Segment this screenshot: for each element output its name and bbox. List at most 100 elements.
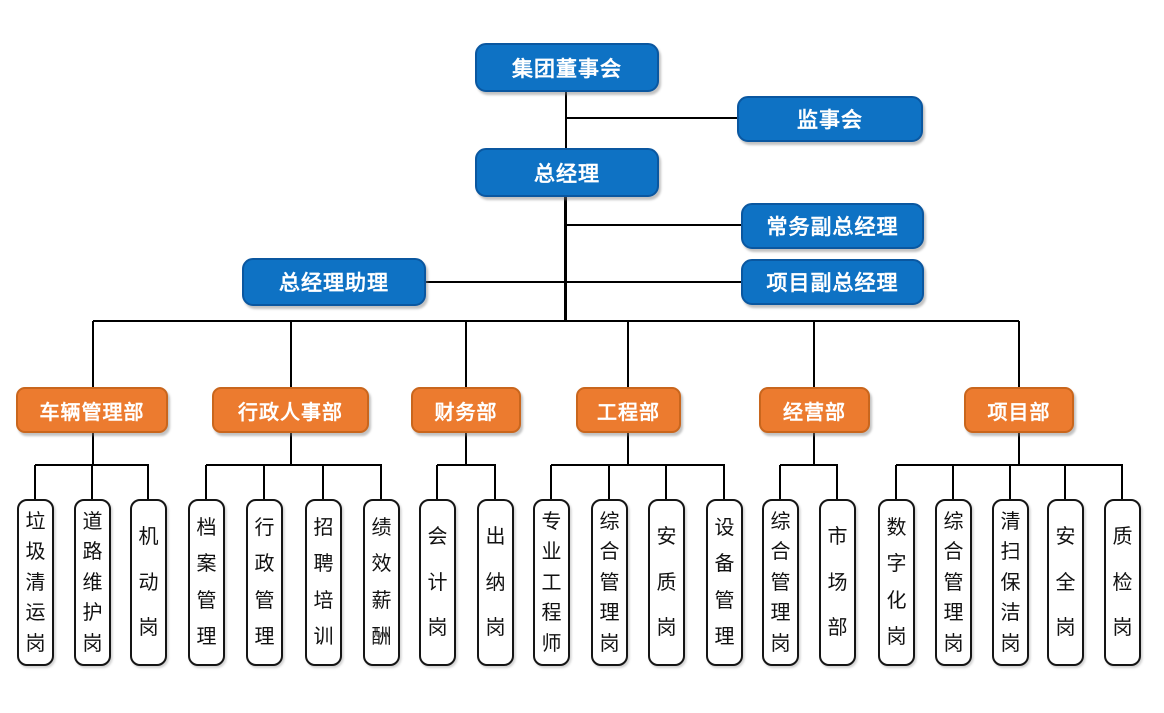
- node-position: 清扫保洁岗: [992, 499, 1029, 666]
- connector-line: [566, 117, 738, 119]
- position-label: 道路维护岗: [82, 510, 103, 655]
- connector-line: [263, 465, 265, 499]
- connector-line: [780, 464, 838, 466]
- position-label: 设备管理: [714, 516, 735, 649]
- position-label: 市场部: [827, 525, 848, 640]
- connector-line: [1018, 433, 1020, 465]
- node-executive-deputy-gm: 常务副总经理: [741, 203, 924, 249]
- connector-line: [952, 465, 954, 499]
- node-position: 道路维护岗: [74, 499, 111, 666]
- node-department-admin-hr: 行政人事部: [212, 387, 369, 433]
- position-label: 绩效薪酬: [371, 516, 392, 649]
- position-label: 招聘培训: [313, 516, 334, 649]
- connector-line: [627, 321, 629, 387]
- node-department-operations: 经营部: [759, 387, 870, 433]
- node-position: 档案管理: [188, 499, 225, 666]
- connector-line: [290, 433, 292, 465]
- node-position: 绩效薪酬: [363, 499, 400, 666]
- connector-line: [147, 465, 149, 499]
- position-label: 综合管理岗: [770, 510, 791, 655]
- node-position: 行政管理: [246, 499, 283, 666]
- node-position: 数字化岗: [878, 499, 915, 666]
- position-label: 安质岗: [656, 525, 677, 640]
- connector-line: [465, 433, 467, 465]
- node-position: 综合管理岗: [762, 499, 799, 666]
- node-position: 市场部: [819, 499, 856, 666]
- connector-line: [565, 92, 567, 148]
- position-label: 安全岗: [1055, 525, 1076, 640]
- node-label: 财务部: [434, 401, 498, 424]
- connector-line: [465, 321, 467, 387]
- connector-line: [425, 281, 741, 283]
- node-label: 车辆管理部: [39, 401, 145, 424]
- node-position: 质检岗: [1104, 499, 1141, 666]
- node-gm-assistant: 总经理助理: [242, 258, 426, 306]
- node-position: 机动岗: [130, 499, 167, 666]
- node-department-finance: 财务部: [411, 387, 521, 433]
- node-position: 专业工程师: [533, 499, 570, 666]
- connector-line: [91, 465, 93, 499]
- node-label: 监事会: [797, 109, 863, 132]
- connector-line: [627, 433, 629, 465]
- connector-line: [566, 224, 741, 226]
- node-department-project: 项目部: [964, 387, 1074, 433]
- connector-line: [836, 465, 838, 499]
- node-label: 项目副总经理: [766, 272, 899, 295]
- node-position: 招聘培训: [305, 499, 342, 666]
- connector-line: [92, 433, 94, 465]
- connector-line: [813, 321, 815, 387]
- node-label: 工程部: [597, 401, 660, 424]
- connector-line: [380, 465, 382, 499]
- node-department-vehicle-management: 车辆管理部: [16, 387, 168, 433]
- node-project-deputy-gm: 项目副总经理: [741, 259, 924, 305]
- position-label: 行政管理: [254, 516, 275, 649]
- connector-line: [205, 465, 207, 499]
- node-position: 设备管理: [706, 499, 743, 666]
- connector-line: [608, 465, 610, 499]
- position-label: 综合管理岗: [599, 510, 620, 655]
- node-label: 经营部: [783, 401, 846, 424]
- position-label: 垃圾清运岗: [25, 510, 46, 655]
- connector-line: [93, 320, 1019, 322]
- node-supervisory-board: 监事会: [737, 96, 923, 142]
- connector-line: [723, 465, 725, 499]
- connector-line: [779, 465, 781, 499]
- connector-line: [436, 465, 438, 499]
- node-label: 总经理助理: [279, 272, 389, 295]
- node-position: 综合管理岗: [591, 499, 628, 666]
- node-label: 行政人事部: [238, 401, 343, 424]
- connector-line: [1121, 465, 1123, 499]
- position-label: 出纳岗: [485, 525, 506, 640]
- position-label: 清扫保洁岗: [1000, 510, 1021, 655]
- position-label: 综合管理岗: [943, 510, 964, 655]
- position-label: 档案管理: [196, 516, 217, 649]
- node-department-engineering: 工程部: [576, 387, 681, 433]
- connector-line: [551, 464, 725, 466]
- node-label: 项目部: [987, 401, 1051, 424]
- connector-line: [92, 321, 94, 387]
- connector-line: [206, 464, 382, 466]
- position-label: 质检岗: [1112, 525, 1133, 640]
- node-position: 综合管理岗: [935, 499, 972, 666]
- position-label: 会计岗: [427, 525, 448, 640]
- node-general-manager: 总经理: [475, 148, 659, 197]
- connector-line: [290, 321, 292, 387]
- connector-line: [34, 465, 36, 499]
- node-position: 安全岗: [1047, 499, 1084, 666]
- node-board-of-directors: 集团董事会: [475, 43, 659, 92]
- connector-line: [1018, 321, 1020, 387]
- connector-line: [1064, 465, 1066, 499]
- connector-line: [813, 433, 815, 465]
- connector-line: [564, 197, 567, 322]
- node-label: 集团董事会: [512, 57, 622, 81]
- node-position: 垃圾清运岗: [17, 499, 54, 666]
- position-label: 专业工程师: [541, 510, 562, 655]
- node-position: 出纳岗: [477, 499, 514, 666]
- node-label: 常务副总经理: [766, 216, 899, 239]
- connector-line: [1009, 465, 1011, 499]
- connector-line: [665, 465, 667, 499]
- connector-line: [437, 464, 496, 466]
- connector-line: [494, 465, 496, 499]
- connector-line: [895, 465, 897, 499]
- position-label: 机动岗: [138, 525, 159, 640]
